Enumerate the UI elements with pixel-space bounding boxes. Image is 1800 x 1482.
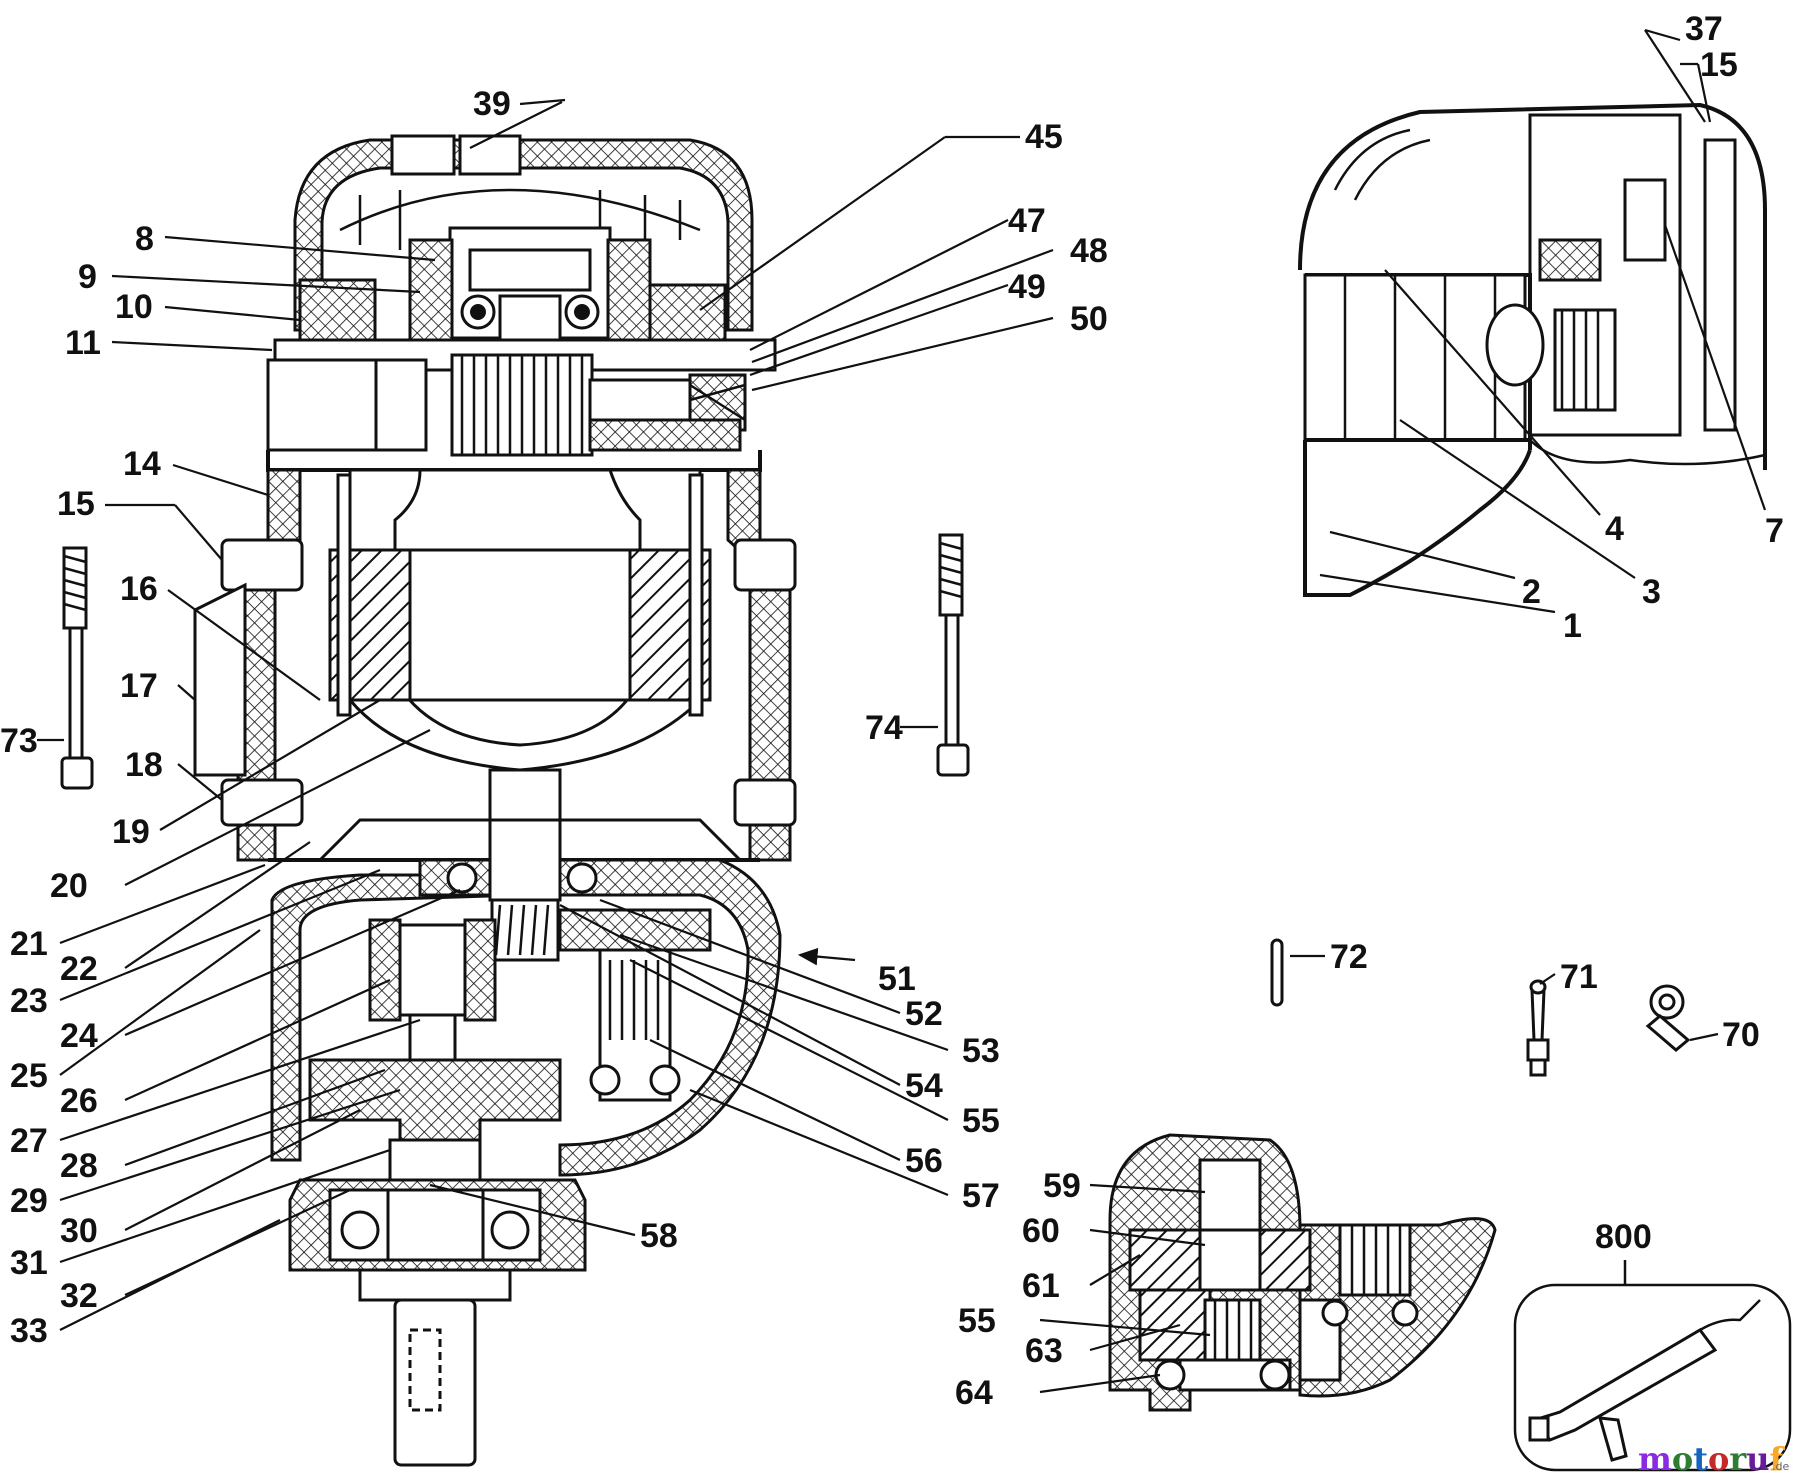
label-22: 22 xyxy=(60,950,98,988)
label-20: 20 xyxy=(50,867,88,905)
label-45: 45 xyxy=(1025,118,1063,156)
wm-m: m xyxy=(1638,1440,1672,1478)
label-48: 48 xyxy=(1070,232,1108,270)
label-18: 18 xyxy=(125,746,163,784)
label-32: 32 xyxy=(60,1277,98,1315)
label-15-left: 15 xyxy=(57,485,95,523)
screw-74 xyxy=(936,533,970,777)
wm-o2: o xyxy=(1708,1440,1729,1478)
label-15-right: 15 xyxy=(1700,46,1738,84)
main-assembly xyxy=(60,134,970,1467)
label-7: 7 xyxy=(1765,512,1784,550)
label-27: 27 xyxy=(10,1122,48,1160)
label-28: 28 xyxy=(60,1147,98,1185)
label-71: 71 xyxy=(1560,958,1598,996)
label-10: 10 xyxy=(115,288,153,326)
label-60: 60 xyxy=(1022,1212,1060,1250)
label-21: 21 xyxy=(10,925,48,963)
small-parts xyxy=(1270,938,1691,1077)
label-11: 11 xyxy=(65,324,101,362)
label-8: 8 xyxy=(135,220,154,258)
label-57: 57 xyxy=(962,1177,1000,1215)
label-58: 58 xyxy=(640,1217,678,1255)
label-73: 73 xyxy=(0,722,38,760)
label-53: 53 xyxy=(962,1032,1000,1070)
label-39: 39 xyxy=(473,85,511,123)
wm-u: u xyxy=(1746,1440,1769,1478)
label-800: 800 xyxy=(1595,1218,1652,1256)
label-47: 47 xyxy=(1008,202,1046,240)
inset-bottom-right xyxy=(1108,1133,1497,1412)
label-23: 23 xyxy=(10,982,48,1020)
screw-73 xyxy=(60,546,94,790)
label-55-main: 55 xyxy=(962,1102,1000,1140)
label-19: 19 xyxy=(112,813,150,851)
label-9: 9 xyxy=(78,258,97,296)
label-50: 50 xyxy=(1070,300,1108,338)
label-30: 30 xyxy=(60,1212,98,1250)
label-1: 1 xyxy=(1563,607,1582,645)
label-3: 3 xyxy=(1642,573,1661,611)
label-4: 4 xyxy=(1605,510,1624,548)
box-800 xyxy=(1513,1260,1792,1472)
label-52: 52 xyxy=(905,995,943,1033)
label-16: 16 xyxy=(120,570,158,608)
wm-o1: o xyxy=(1672,1440,1693,1478)
wm-suffix: .de xyxy=(1772,1460,1789,1473)
label-31: 31 xyxy=(10,1244,48,1282)
label-49: 49 xyxy=(1008,268,1046,306)
label-72: 72 xyxy=(1330,938,1368,976)
watermark-logo: motoruf .de xyxy=(1638,1440,1789,1478)
wm-r: r xyxy=(1729,1440,1747,1478)
label-26: 26 xyxy=(60,1082,98,1120)
label-63: 63 xyxy=(1025,1332,1063,1370)
label-51: 51 xyxy=(878,960,916,998)
part-labels: 39 45 47 48 49 50 8 9 10 11 14 15 16 17 … xyxy=(0,10,1784,1412)
label-24: 24 xyxy=(60,1017,98,1055)
label-14: 14 xyxy=(123,445,161,483)
label-59: 59 xyxy=(1043,1167,1081,1205)
label-2: 2 xyxy=(1522,573,1541,611)
label-56: 56 xyxy=(905,1142,943,1180)
label-33: 33 xyxy=(10,1312,48,1350)
label-64: 64 xyxy=(955,1374,993,1412)
leader-lines xyxy=(37,28,1767,1394)
wm-t: t xyxy=(1693,1440,1708,1478)
inset-top-right xyxy=(1298,102,1767,597)
label-54: 54 xyxy=(905,1067,943,1105)
label-37: 37 xyxy=(1685,10,1723,48)
label-55-inset: 55 xyxy=(958,1302,996,1340)
label-61: 61 xyxy=(1022,1267,1060,1305)
label-25: 25 xyxy=(10,1057,48,1095)
label-70: 70 xyxy=(1722,1016,1760,1054)
label-29: 29 xyxy=(10,1182,48,1220)
wm-f: f xyxy=(1769,1440,1785,1478)
label-17: 17 xyxy=(120,667,158,705)
label-74: 74 xyxy=(865,709,903,747)
svg-text:motoruf: motoruf xyxy=(1638,1440,1785,1478)
